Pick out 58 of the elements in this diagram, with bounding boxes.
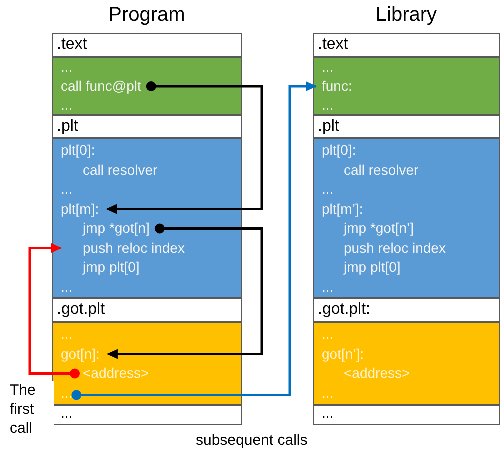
code-line: ... [61,180,73,199]
code-line: .plt [57,117,78,137]
code-line: ... [322,406,334,420]
code-line: jmp plt[0] [344,258,401,277]
code-line: plt[0]: [61,141,96,160]
code-line: ... [322,58,334,77]
code-line: jmp *got[n] [83,219,150,238]
code-line: ... [322,180,334,199]
code-line: call resolver [83,160,158,180]
connector-arrow [28,243,80,379]
code-line: ... [61,278,73,296]
code-line: ... [61,325,73,344]
connector-arrow [106,82,264,214]
code-line: plt[0]: [322,141,356,160]
code-line: .got.plt: [318,300,370,320]
connector-arrow [72,82,317,400]
code-line: call resolver [344,160,419,180]
code-section [52,138,242,298]
section-header [52,115,242,138]
code-line: ... [61,406,73,420]
code-line: got[n]: [61,344,100,364]
code-line: plt[m]: [61,200,100,219]
code-line: ... [61,58,73,77]
section-header [52,33,242,57]
section-header [313,115,500,138]
connector-arrow [106,224,264,360]
code-line: plt[m’]: [322,200,364,219]
section-header [313,33,500,57]
code-line: func: [322,77,352,96]
section-header [52,405,242,425]
code-line: <address> [344,364,410,383]
code-section [313,138,500,298]
code-line: ... [322,325,334,344]
code-line: push reloc index [344,238,446,258]
code-section [52,57,242,115]
code-line: ... [322,278,334,296]
section-header [52,298,242,322]
section-header [313,405,500,425]
code-section [313,57,500,115]
code-line: ... [322,384,334,402]
code-line: got[n’]: [322,344,364,364]
code-line: call func@plt [61,77,142,96]
column-title: Library [374,3,438,28]
code-line: .text [318,35,348,55]
code-line: .plt [318,117,340,137]
code-line: ... [322,96,334,115]
code-line: .text [57,35,88,55]
code-line: push reloc index [83,238,185,258]
column-title: Program [108,3,186,28]
section-header [313,298,500,322]
code-line: <address> [83,364,150,384]
code-line: jmp *got[n’] [344,219,414,238]
code-section [52,322,242,405]
code-line: ... [61,96,73,115]
code-section [313,322,500,405]
code-line: jmp plt[0] [83,258,140,277]
code-line: .got.plt [57,300,106,320]
code-line: ... [61,384,73,403]
